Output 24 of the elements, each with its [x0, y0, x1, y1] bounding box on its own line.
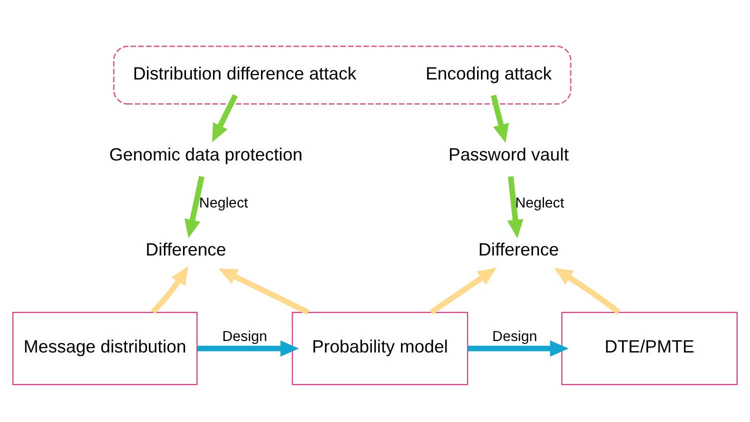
arrow: [197, 340, 299, 357]
edge-label: Neglect: [199, 196, 248, 212]
node-box: Probability model: [292, 312, 468, 386]
node-text: Difference: [478, 240, 559, 260]
node-box: DTE/PMTE: [561, 312, 738, 386]
arrow: [468, 340, 569, 357]
node-text: Encoding attack: [426, 63, 552, 84]
node-text: Password vault: [448, 144, 569, 164]
node-text: Difference: [146, 240, 226, 260]
edge-label: Neglect: [515, 196, 564, 212]
edge-label: Design: [222, 329, 268, 346]
arrow: [218, 268, 310, 315]
arrow: [150, 266, 188, 314]
arrow: [490, 94, 509, 143]
arrow: [430, 268, 497, 315]
arrow: [554, 268, 621, 315]
cluster: [113, 46, 572, 105]
arrow: [507, 176, 524, 238]
node-box: Message distribution: [12, 312, 198, 386]
node-text: Distribution difference attack: [132, 63, 356, 84]
node-text: Genomic data protection: [109, 144, 302, 164]
arrow: [184, 176, 204, 238]
edge-label: Design: [492, 329, 538, 346]
arrow: [212, 94, 238, 142]
